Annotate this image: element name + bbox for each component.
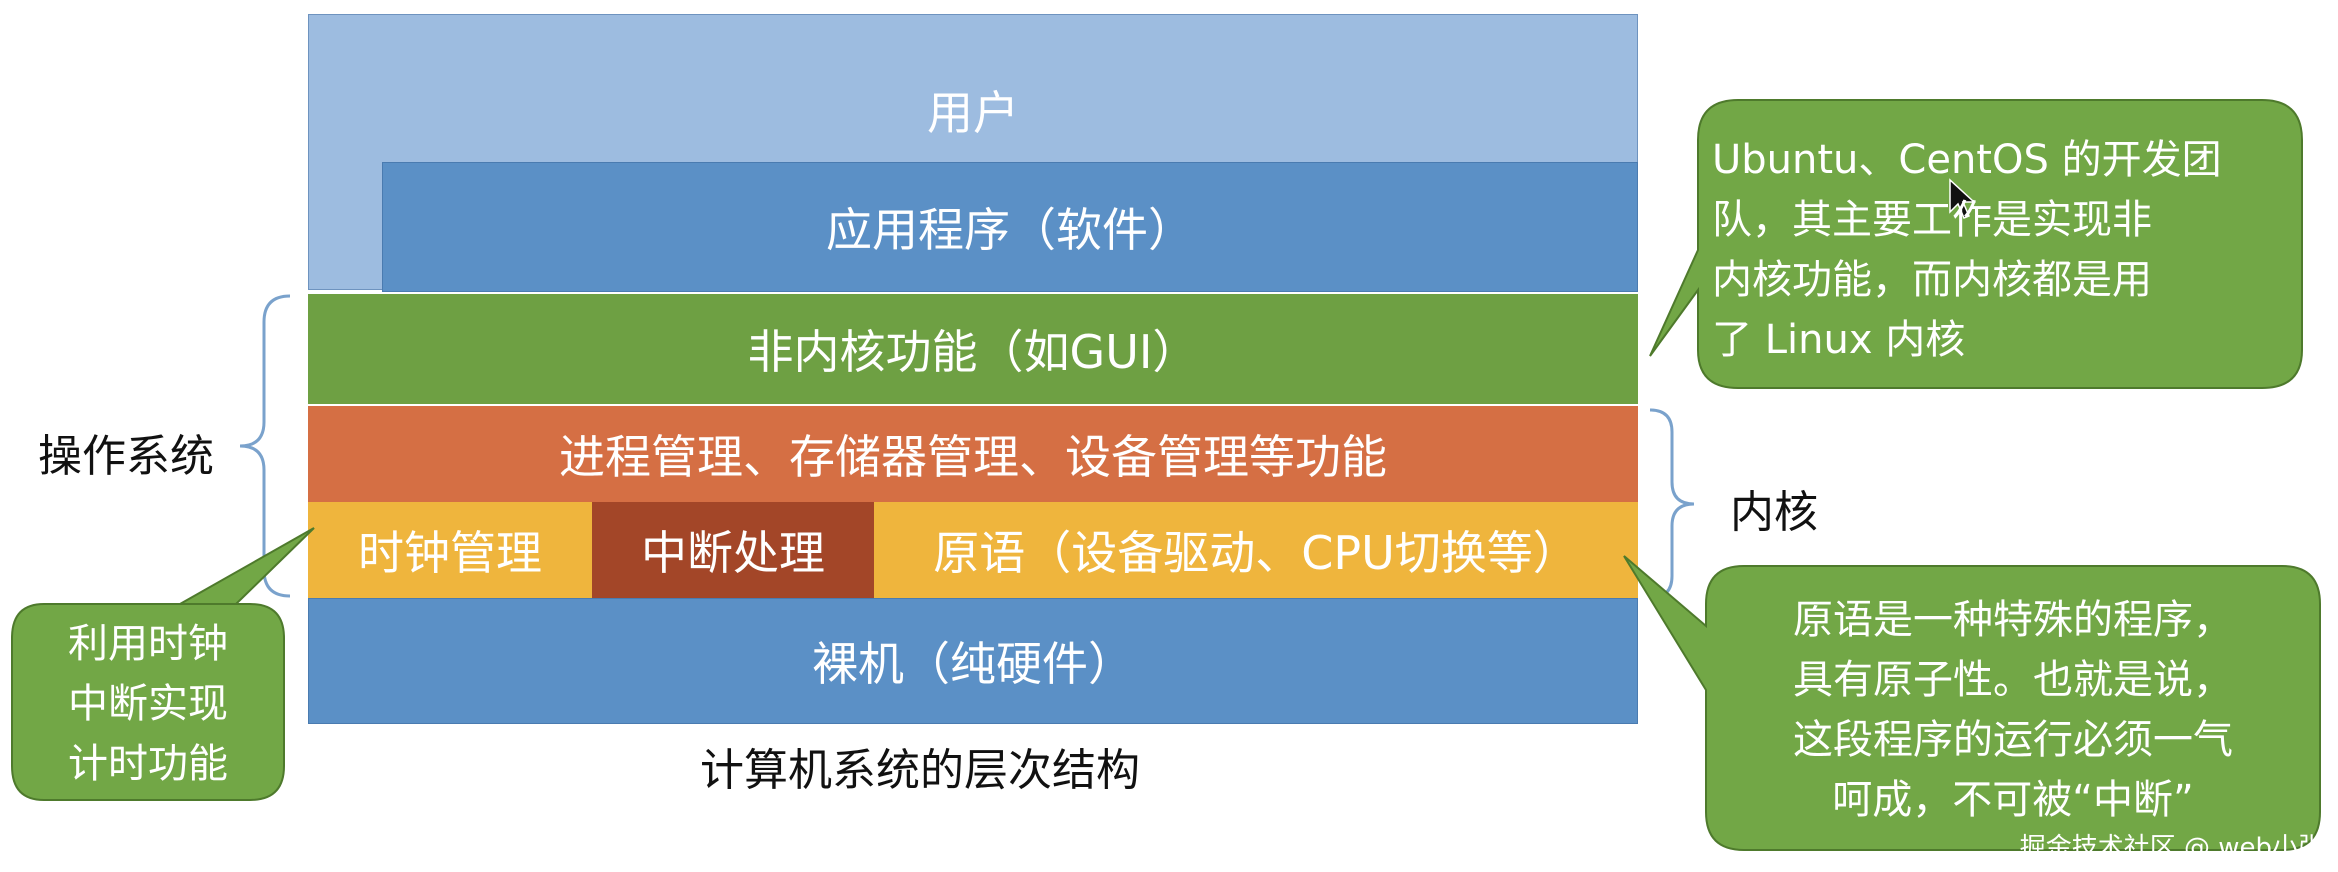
ubuntu-callout-line: Ubuntu、CentOS 的开发团 bbox=[1712, 137, 2222, 183]
apps-layer-label: 应用程序（软件） bbox=[826, 203, 1194, 257]
cursor-icon bbox=[1949, 178, 1976, 219]
management-layer-label: 进程管理、存储器管理、设备管理等功能 bbox=[559, 430, 1387, 484]
primitive-callout-bubble bbox=[1623, 555, 2321, 851]
primitive-callout-text: 原语是一种特殊的程序， 具有原子性。也就是说， 这段程序的运行必须一气 呵成，不… bbox=[1706, 590, 2320, 830]
kernel-brace bbox=[1649, 408, 1695, 600]
primitive-layer-label: 原语（设备驱动、CPU切换等） bbox=[933, 526, 1579, 580]
interrupt-layer: 中断处理 bbox=[592, 502, 874, 598]
diagram-caption: 计算机系统的层次结构 bbox=[700, 745, 1140, 796]
ubuntu-callout-bubble bbox=[1649, 99, 2303, 389]
ubuntu-callout-line: 内核功能，而内核都是用 bbox=[1712, 257, 2152, 303]
os-brace bbox=[239, 294, 291, 598]
primitive-callout-line: 具有原子性。也就是说， bbox=[1793, 657, 2233, 703]
clock-callout-bubble bbox=[11, 527, 315, 801]
primitive-layer: 原语（设备驱动、CPU切换等） bbox=[874, 502, 1638, 598]
management-layer: 进程管理、存储器管理、设备管理等功能 bbox=[308, 406, 1638, 502]
primitive-callout-line: 原语是一种特殊的程序， bbox=[1793, 597, 2233, 643]
clock-callout-line: 计时功能 bbox=[68, 741, 228, 787]
hardware-layer-label: 裸机（纯硬件） bbox=[812, 637, 1134, 691]
clock-callout-line: 中断实现 bbox=[68, 681, 228, 727]
kernel-label: 内核 bbox=[1730, 487, 1818, 538]
hardware-layer: 裸机（纯硬件） bbox=[308, 598, 1638, 724]
clock-callout-text: 利用时钟 中断实现 计时功能 bbox=[12, 614, 284, 794]
ubuntu-callout-line: 了 Linux 内核 bbox=[1712, 317, 1966, 363]
interrupt-layer-label: 中断处理 bbox=[641, 526, 825, 580]
clock-layer: 时钟管理 bbox=[308, 502, 592, 598]
os-label: 操作系统 bbox=[38, 431, 214, 482]
ubuntu-callout-text: Ubuntu、CentOS 的开发团 队，其主要工作是实现非 内核功能，而内核都… bbox=[1712, 130, 2222, 370]
primitive-callout-line: 呵成，不可被“中断” bbox=[1832, 777, 2194, 823]
non-kernel-layer-label: 非内核功能（如GUI） bbox=[747, 325, 1199, 379]
watermark: 掘金技术社区 @ web小张 bbox=[2019, 833, 2324, 863]
user-layer-label: 用户 bbox=[927, 86, 1019, 140]
primitive-callout-line: 这段程序的运行必须一气 bbox=[1793, 717, 2233, 763]
clock-callout-line: 利用时钟 bbox=[68, 621, 228, 667]
apps-layer: 应用程序（软件） bbox=[382, 162, 1638, 292]
non-kernel-layer: 非内核功能（如GUI） bbox=[308, 294, 1638, 404]
clock-layer-label: 时钟管理 bbox=[358, 526, 542, 580]
ubuntu-callout-line: 队，其主要工作是实现非 bbox=[1712, 197, 2152, 243]
